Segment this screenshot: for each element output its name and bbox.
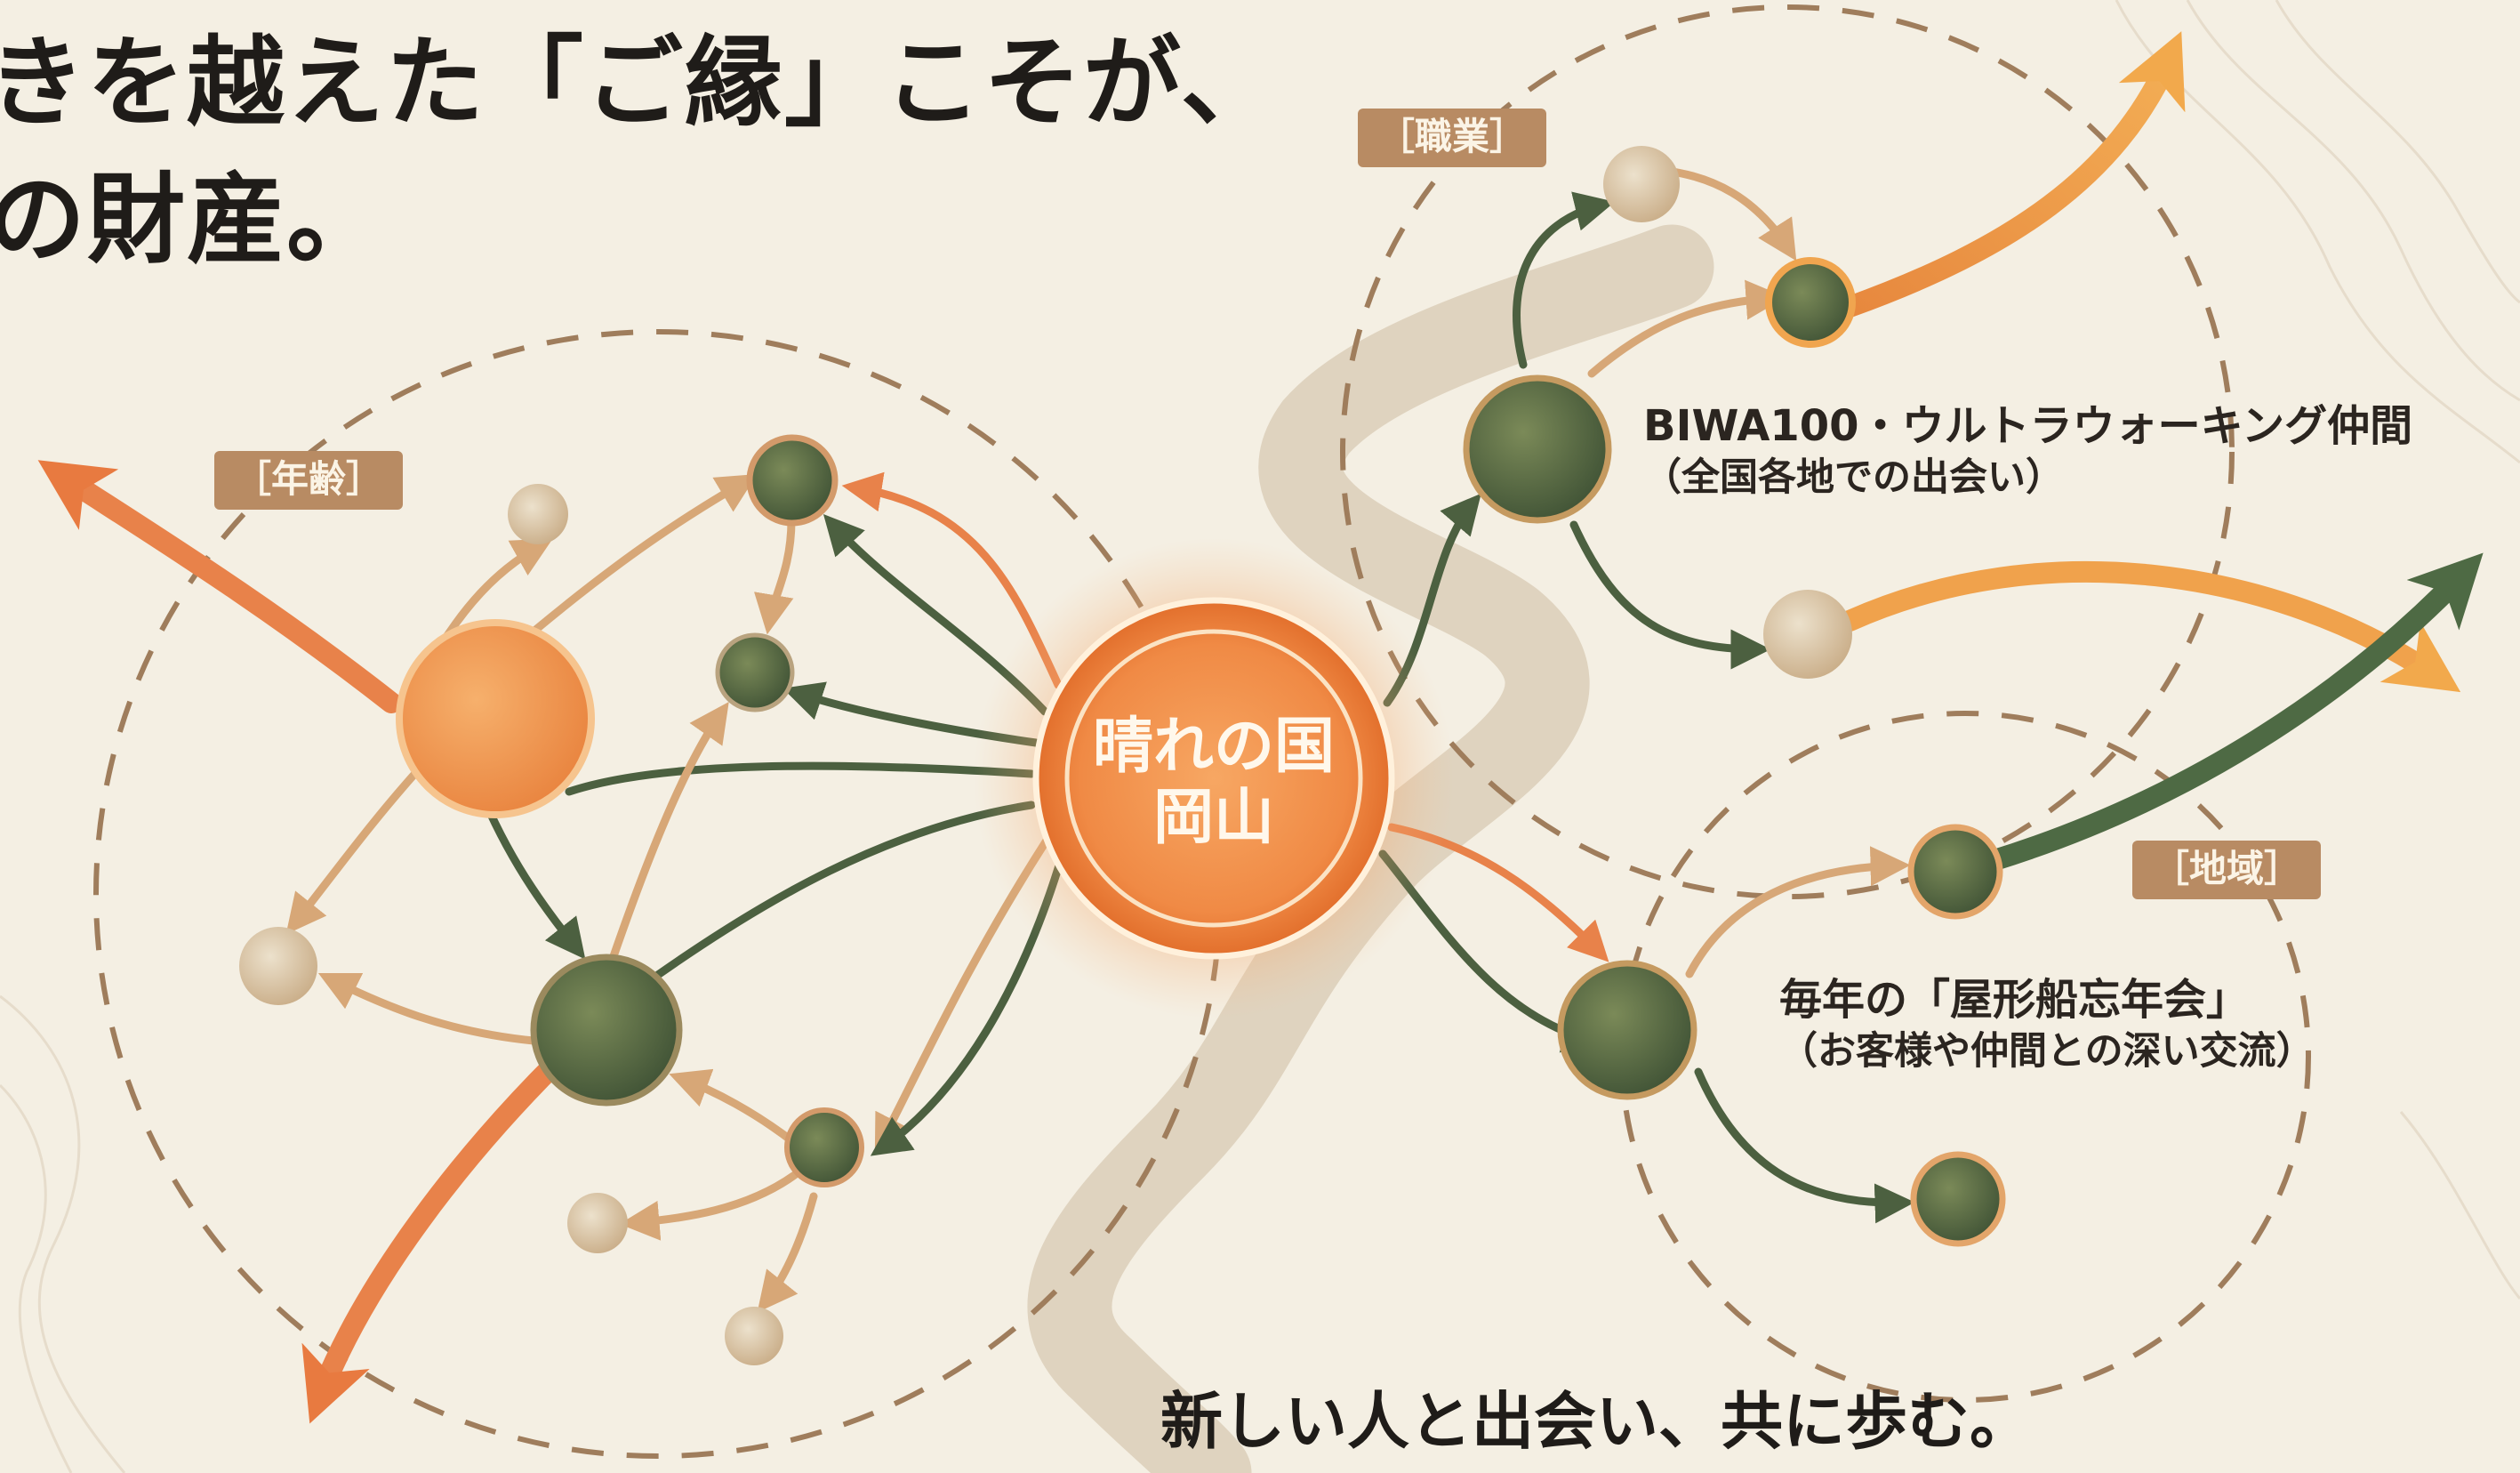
connectors	[285, 165, 1915, 1313]
age-node-top-green	[746, 434, 839, 527]
group-tag-job: ［職業］	[1358, 109, 1547, 168]
age-node-tan-left	[239, 927, 317, 1005]
age-node-mid-green	[715, 632, 795, 712]
caption-biwa: BIWA100・ウルトラウォーキング仲間 （全国各地での出会い）	[1643, 398, 2412, 503]
age-node-tan-bottom	[725, 1307, 783, 1365]
caption-yakata-title: 毎年の「屋形船忘年会」	[1779, 975, 2250, 1025]
arrow-out-bottom-left	[301, 1052, 566, 1424]
center-node	[1032, 597, 1395, 960]
headline-line2: の財産。	[0, 163, 386, 277]
nodes	[239, 146, 2006, 1365]
footer-tagline: 新しい人と出会い、共に歩む。	[1160, 1385, 2032, 1458]
arrow-out-top-right	[1839, 31, 2186, 318]
group-tag-age: ［年齢］	[214, 451, 404, 511]
age-node-large-orange	[396, 619, 595, 818]
outgoing-arrows	[37, 31, 2484, 1424]
headline-line1: きを越えた「ご縁」こそが、	[0, 26, 1280, 140]
area-node-green-top	[1907, 824, 2003, 920]
center-label: 晴れの国 岡山	[1031, 712, 1396, 854]
arrow-out-mid-right	[1839, 560, 2461, 693]
center-label-line1: 晴れの国	[1092, 712, 1335, 782]
caption-yakata-sub: （お客様や仲間との深い交流）	[1779, 1029, 2315, 1075]
job-group-circle	[1340, 4, 2235, 899]
arrow-out-green-right	[1981, 552, 2484, 872]
job-node-large-green	[1463, 374, 1612, 524]
job-node-tan-mid	[1763, 590, 1852, 679]
age-node-tan-low	[567, 1193, 628, 1253]
arrow-out-top-left	[37, 460, 402, 713]
caption-biwa-title: BIWA100・ウルトラウォーキング仲間	[1643, 401, 2413, 451]
area-node-large-green	[1557, 960, 1697, 1100]
job-node-tan-top	[1603, 146, 1680, 222]
group-tag-area: ［地域］	[2132, 841, 2322, 900]
caption-yakata: 毎年の「屋形船忘年会」 （お客様や仲間との深い交流）	[1779, 972, 2315, 1077]
job-node-green-top	[1765, 257, 1856, 348]
area-node-green-bottom	[1910, 1151, 2006, 1247]
caption-biwa-sub: （全国各地での出会い）	[1643, 455, 2064, 501]
age-node-low-green	[784, 1107, 864, 1187]
center-label-line2: 岡山	[1152, 783, 1274, 854]
age-node-large-green	[530, 954, 683, 1107]
age-node-tan-top	[508, 484, 568, 544]
center-node-ring	[1064, 629, 1363, 928]
